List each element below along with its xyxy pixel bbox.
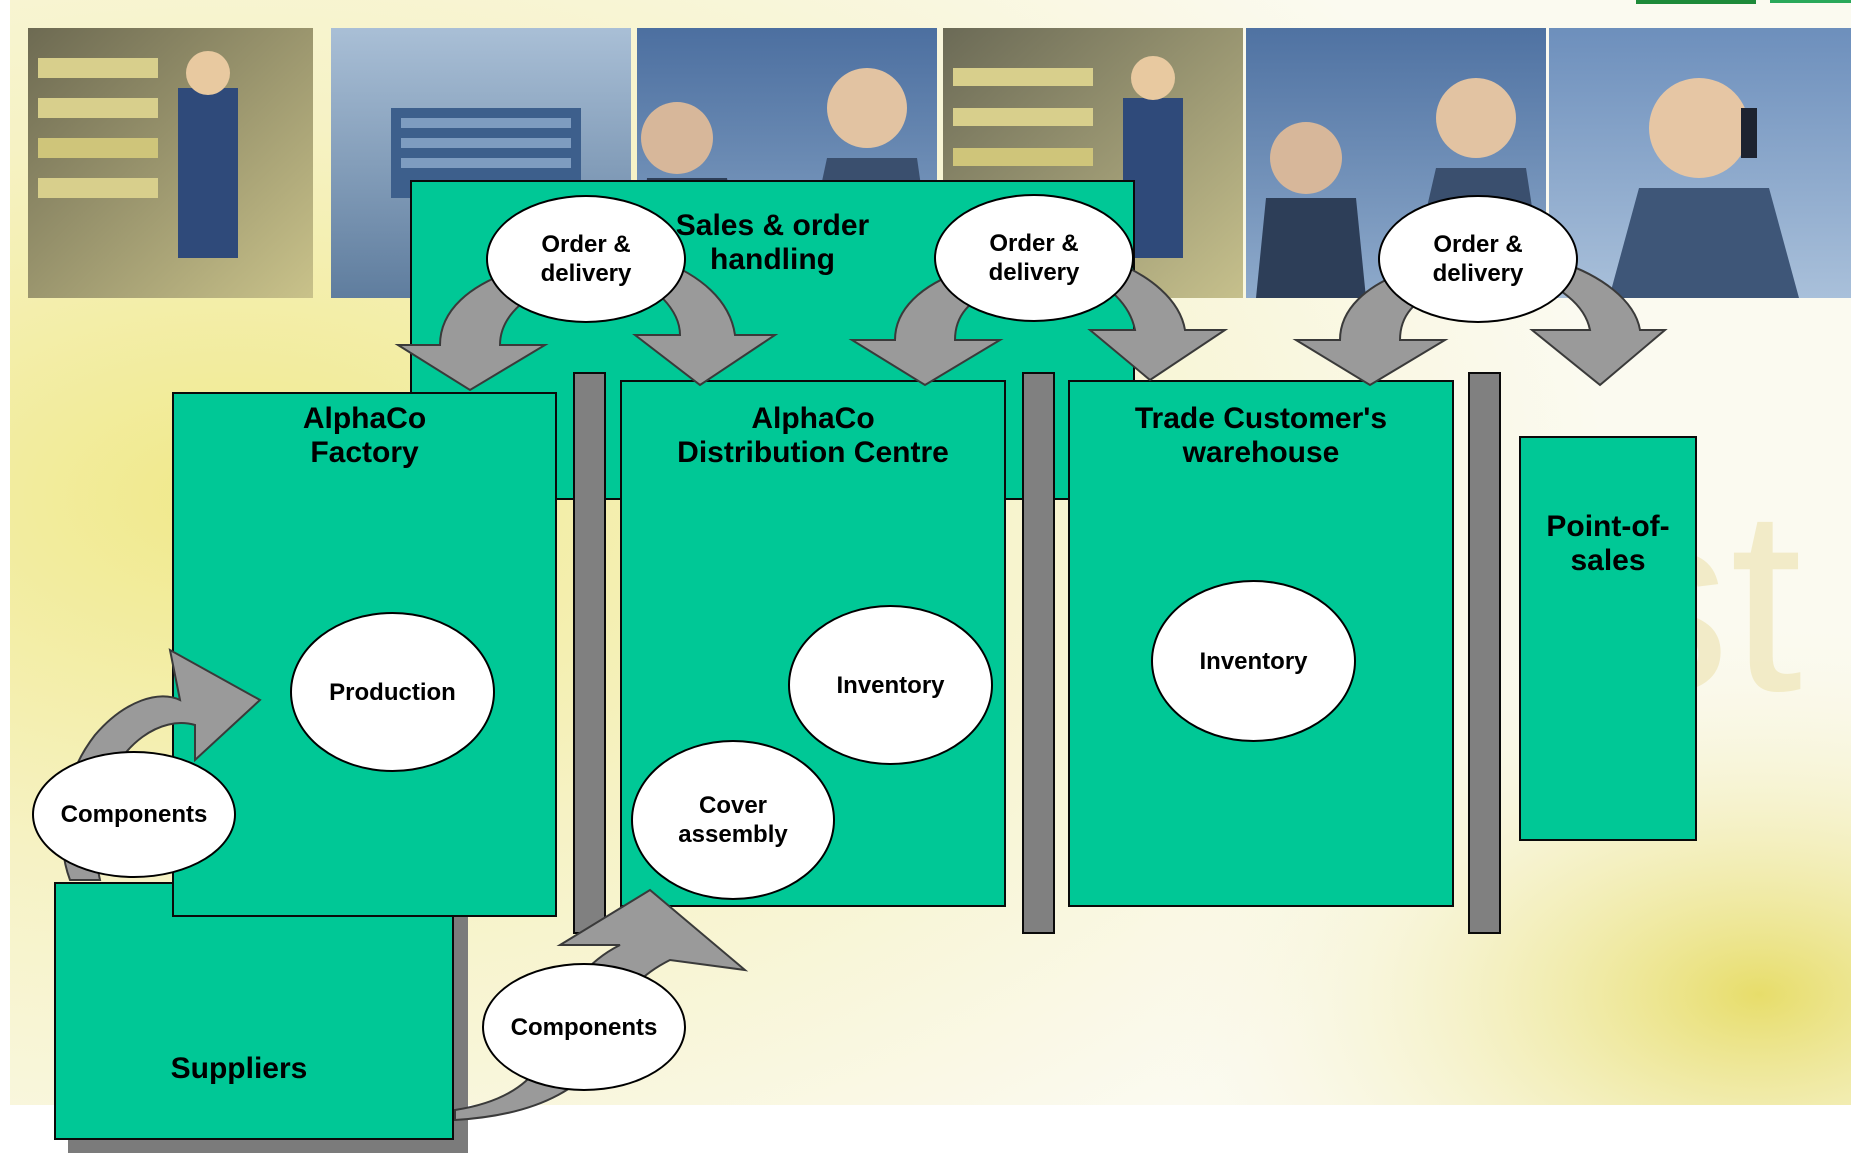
separator-bar-1 [573,372,606,934]
corner-accent [1636,0,1756,4]
order-delivery-ellipse-3: Order & delivery [1378,195,1578,323]
corner-accent-2 [1770,0,1851,3]
point-of-sales-title: Point-of- sales [1546,510,1670,577]
components-ellipse-1: Components [32,751,236,878]
inventory-trade-ellipse: Inventory [1151,580,1356,742]
alphaco-factory-title: AlphaCo Factory [302,402,427,469]
trade-warehouse-title: Trade Customer's warehouse [1134,402,1388,469]
phone-businessman-photo [1549,28,1851,298]
sales-order-handling-title: Sales & order handling [675,209,870,276]
point-of-sales-box: Point-of- sales [1519,436,1697,841]
warehouse-photo [28,28,313,298]
order-delivery-ellipse-2: Order & delivery [934,194,1134,322]
components-ellipse-2: Components [482,963,686,1091]
order-delivery-ellipse-1: Order & delivery [486,195,686,323]
suppliers-box: Suppliers [54,882,454,1140]
separator-bar-3 [1468,372,1501,934]
distribution-centre-title: AlphaCo Distribution Centre [677,402,949,469]
trade-warehouse-box: Trade Customer's warehouse [1068,380,1454,907]
separator-bar-2 [1022,372,1055,934]
cover-assembly-ellipse: Cover assembly [631,740,835,900]
inventory-dc-ellipse: Inventory [788,605,993,765]
suppliers-title: Suppliers [170,1052,308,1085]
production-ellipse: Production [290,612,495,772]
